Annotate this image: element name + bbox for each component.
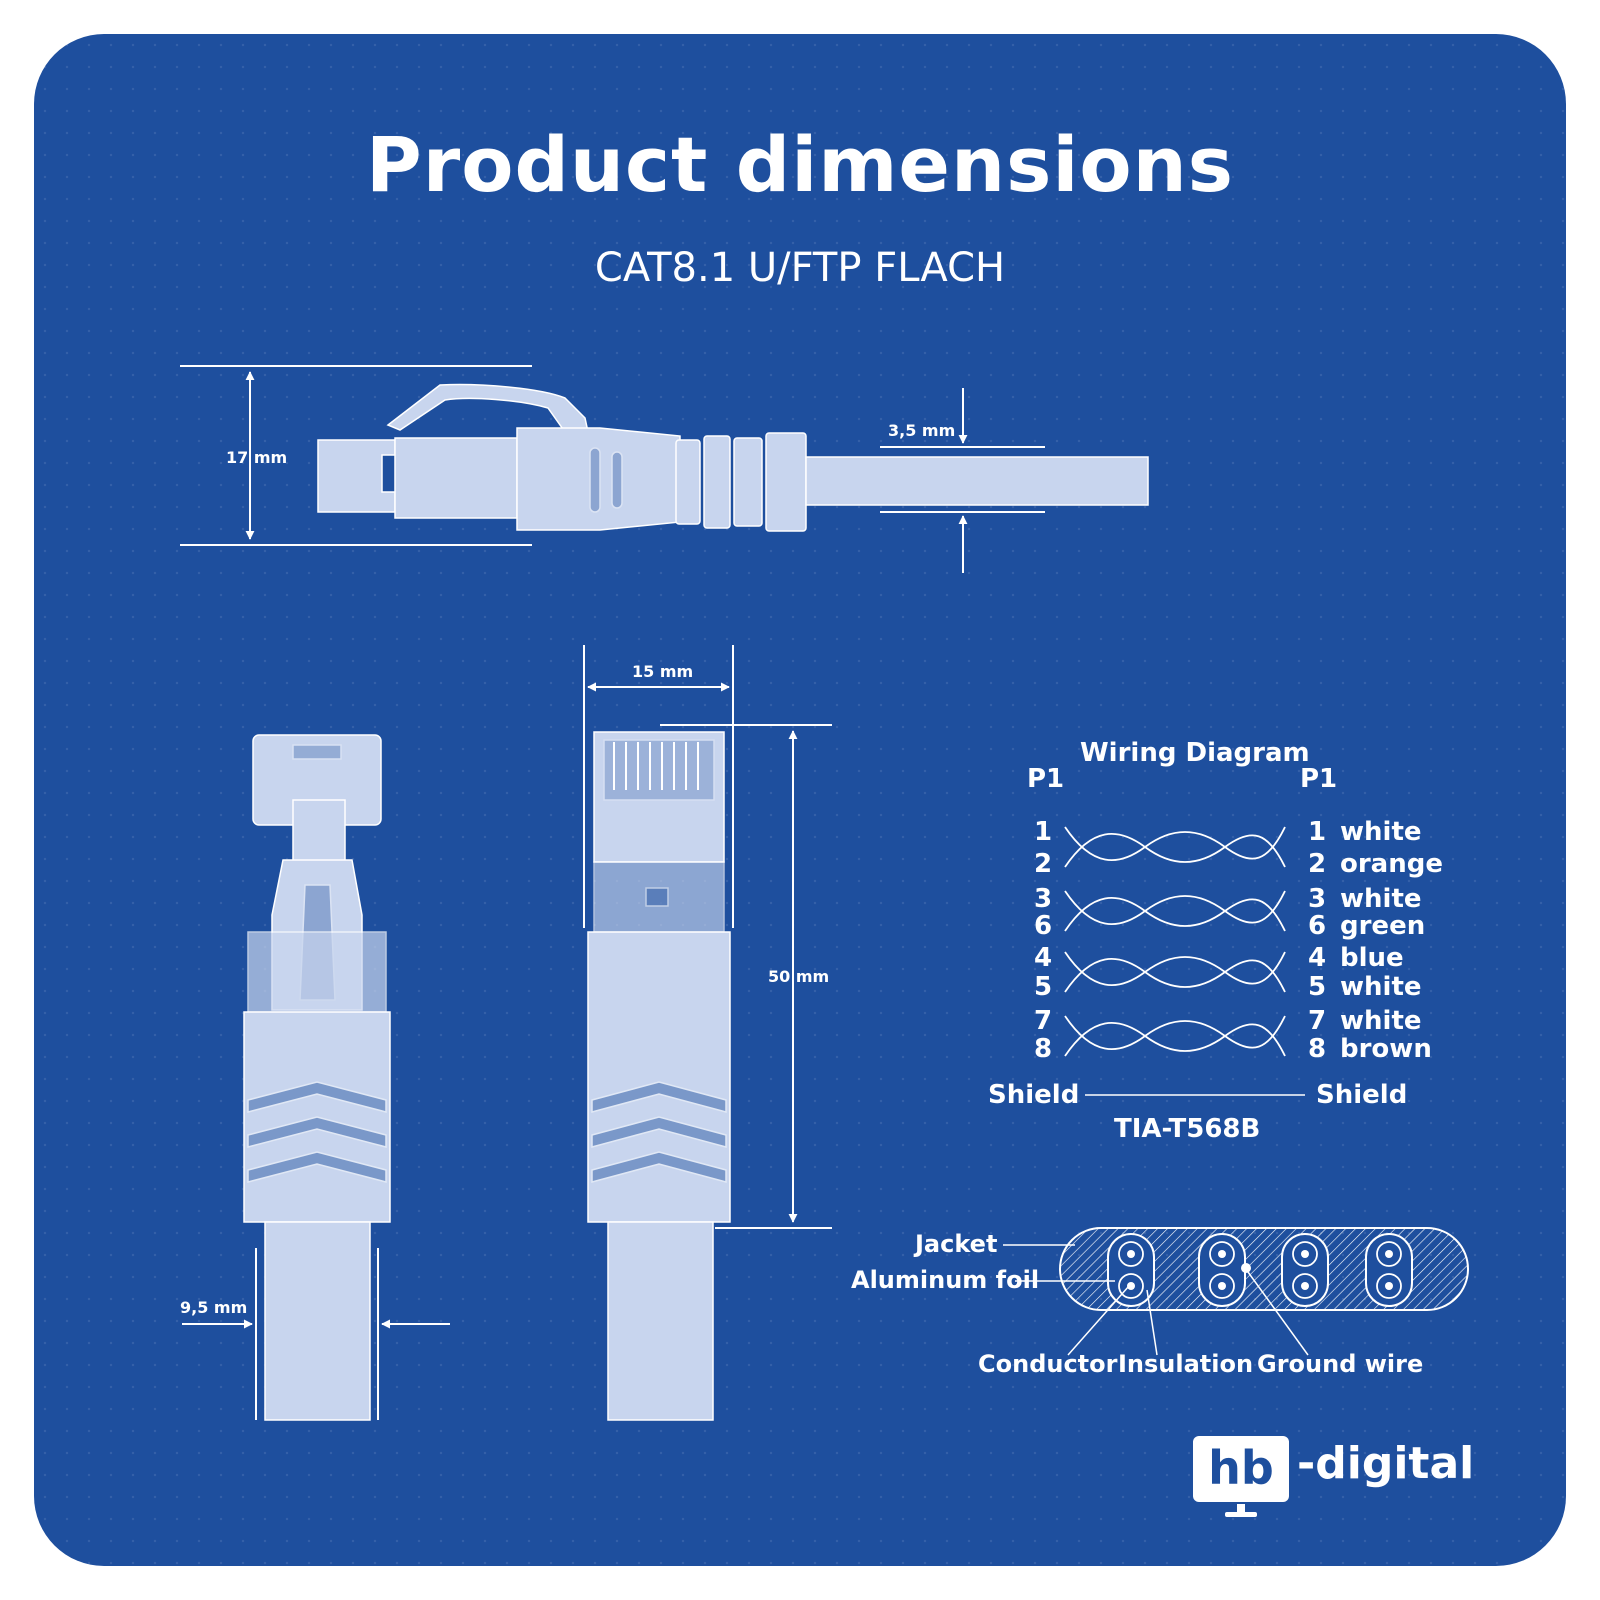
pin-right: 1 — [1308, 817, 1327, 847]
wiring-right-header: P1 — [1300, 764, 1338, 794]
pin-right: 7 — [1308, 1006, 1327, 1036]
pin-left: 7 — [1034, 1006, 1053, 1036]
dimension-cable-width-label: 9,5 mm — [180, 1298, 248, 1317]
pin-left: 8 — [1034, 1034, 1053, 1064]
dimension-height-label: 17 mm — [226, 448, 288, 467]
wire-color: white — [1340, 972, 1422, 1002]
page-subtitle: CAT8.1 U/FTP FLACH — [594, 245, 1006, 291]
ground-wire-label: Ground wire — [1257, 1350, 1424, 1378]
shield-left-label: Shield — [988, 1080, 1080, 1110]
pin-right: 4 — [1308, 943, 1327, 973]
wire-color: white — [1340, 884, 1422, 914]
insulation-label: Insulation — [1118, 1350, 1254, 1378]
dimension-17mm-lines — [180, 365, 532, 546]
hb-digital-logo: hb -digital — [1193, 1436, 1483, 1536]
pin-right: 8 — [1308, 1034, 1327, 1064]
page-title: Product dimensions — [366, 120, 1234, 209]
dimension-50mm-lines — [660, 724, 832, 1229]
dimension-15mm-lines — [583, 645, 734, 928]
pin-right: 3 — [1308, 884, 1327, 914]
dimension-9-5mm-lines — [182, 1248, 450, 1420]
dimension-width-label: 15 mm — [632, 662, 694, 681]
wire-color: white — [1340, 817, 1422, 847]
pin-left: 4 — [1034, 943, 1053, 973]
side-view-connector — [317, 383, 1149, 532]
shield-right-label: Shield — [1316, 1080, 1408, 1110]
wiring-twisted-pairs — [1064, 826, 1305, 1096]
dimension-3-5mm-lines — [880, 388, 1045, 573]
wire-color: orange — [1340, 849, 1443, 879]
pin-right: 2 — [1308, 849, 1327, 879]
conductor-label: Conductor — [978, 1350, 1118, 1378]
logo-box: hb — [1193, 1436, 1289, 1502]
pin-right: 5 — [1308, 972, 1327, 1002]
wire-color: brown — [1340, 1034, 1432, 1064]
pin-left: 3 — [1034, 884, 1053, 914]
wiring-left-header: P1 — [1027, 764, 1065, 794]
front-view-connector — [243, 734, 391, 1421]
logo-text: -digital — [1297, 1438, 1475, 1489]
wiring-standard-label: TIA-T568B — [1114, 1114, 1261, 1144]
jacket-label: Jacket — [915, 1230, 998, 1258]
dimension-length-label: 50 mm — [768, 967, 830, 986]
pin-left: 2 — [1034, 849, 1053, 879]
pin-left: 1 — [1034, 817, 1053, 847]
top-view-connector — [587, 731, 731, 1421]
pin-right: 6 — [1308, 911, 1327, 941]
wiring-title: Wiring Diagram — [1080, 738, 1310, 768]
aluminum-foil-label: Aluminum foil — [851, 1266, 1040, 1294]
cable-cross-section — [1059, 1227, 1469, 1311]
pin-left: 5 — [1034, 972, 1053, 1002]
dimension-thickness-label: 3,5 mm — [888, 421, 956, 440]
wire-color: white — [1340, 1006, 1422, 1036]
wire-color: blue — [1340, 943, 1404, 973]
cross-section-leader-lines — [1003, 1244, 1309, 1356]
monitor-stand-icon — [1225, 1504, 1257, 1517]
pin-left: 6 — [1034, 911, 1053, 941]
wire-color: green — [1340, 911, 1426, 941]
